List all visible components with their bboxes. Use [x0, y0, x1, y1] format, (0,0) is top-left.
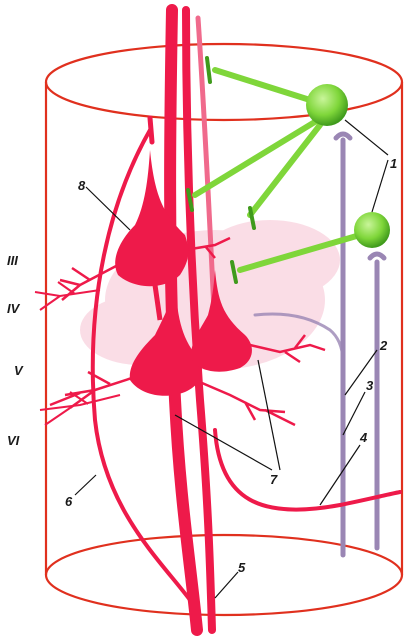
layer-label-iii: III	[7, 253, 18, 268]
number-label-7: 7	[270, 472, 278, 487]
layer-label-iv: IV	[7, 301, 21, 316]
green-cell-lower	[354, 212, 390, 248]
number-label-6: 6	[65, 494, 73, 509]
leader-7a	[175, 415, 272, 470]
leader-4	[320, 445, 360, 505]
cylinder-bottom-ellipse	[46, 535, 402, 615]
leader-1b	[372, 160, 388, 212]
number-label-3: 3	[366, 378, 374, 393]
green-cell-upper	[306, 84, 348, 126]
leader-8	[86, 187, 130, 230]
number-label-4: 4	[359, 430, 368, 445]
leader-3	[343, 392, 365, 435]
number-label-1: 1	[390, 156, 397, 171]
number-label-2: 2	[379, 338, 388, 353]
cylinder-top-ellipse	[46, 44, 402, 120]
layer-label-v: V	[14, 363, 24, 378]
number-label-5: 5	[238, 560, 246, 575]
layer-label-vi: VI	[7, 433, 20, 448]
leader-5	[215, 572, 238, 598]
leader-6	[75, 475, 96, 495]
efferent-fiber-4	[215, 430, 400, 510]
number-label-8: 8	[78, 178, 86, 193]
